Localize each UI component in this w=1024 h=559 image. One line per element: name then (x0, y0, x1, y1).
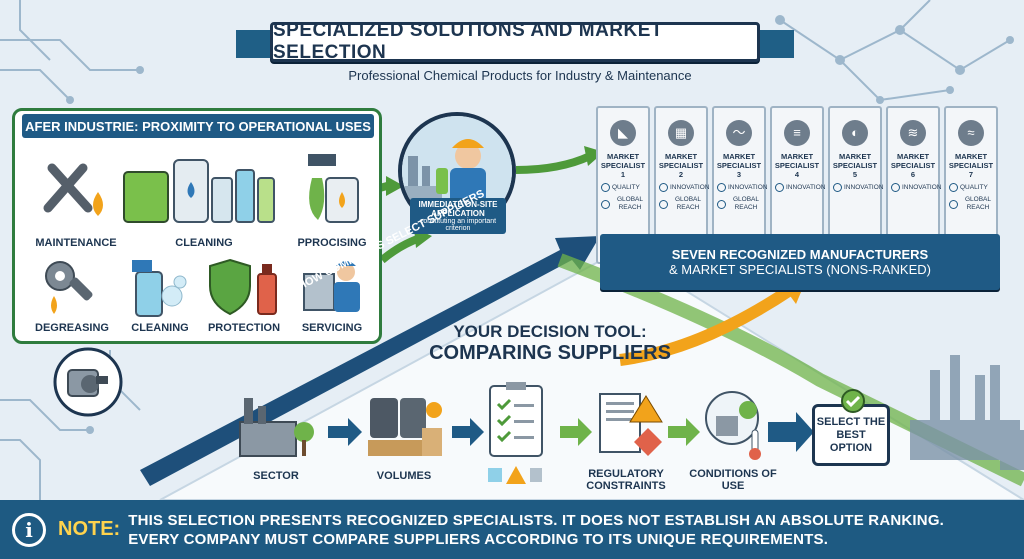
step-label: REGULATORY CONSTRAINTS (586, 468, 666, 492)
globe-icon (949, 199, 958, 209)
specialist-attr-2: GLOBAL REACH (616, 196, 643, 211)
onsite-application-title: IMMEDIATE ON-SITE APPLICATION (418, 200, 498, 218)
note-label: NOTE: (58, 518, 121, 540)
specialist-attribute: INNOVATION (714, 183, 768, 192)
specialist-attribute: GLOBAL REACH (946, 196, 996, 212)
category-label: CLEANING (131, 322, 189, 334)
specialist-attr-1: QUALITY (612, 183, 640, 191)
category-label: SERVICING (301, 322, 363, 334)
specialist-name: MARKET SPECIALIST 5 (832, 152, 878, 179)
category-label: DEGREASING (35, 322, 109, 334)
checkmark-icon (841, 389, 865, 413)
specialists-summary-line1: SEVEN RECOGNIZED MANUFACTURERS (671, 247, 929, 262)
cleaning-spray-icon (132, 260, 187, 317)
page-subtitle: Professional Chemical Products for Indus… (348, 68, 692, 83)
pump-icon (53, 347, 123, 417)
specialist-attr-1: INNOVATION (844, 183, 884, 191)
specialist-attribute: QUALITY (598, 183, 648, 192)
technician-servicing-icon (303, 261, 360, 312)
specialist-attr-2: GLOBAL REACH (732, 196, 759, 211)
globe-icon (659, 199, 668, 209)
decision-tool-line1: YOUR DECISION TOOL: (453, 322, 647, 341)
badge-icon (949, 183, 958, 192)
badge-icon (833, 183, 842, 192)
specialist-attr-1: INNOVATION (902, 183, 942, 191)
specialist-attribute: INNOVATION (888, 183, 942, 192)
note-text: THIS SELECTION PRESENTS RECOGNIZED SPECI… (128, 511, 944, 549)
globe-icon (601, 199, 610, 209)
select-best-option: SELECT THE BEST OPTION (812, 404, 890, 466)
factory-icon (239, 398, 314, 457)
operational-uses-title: AFER INDUSTRIE: PROXIMITY TO OPERATIONAL… (22, 114, 374, 138)
specialist-logo-icon: ▦ (668, 120, 694, 146)
specialist-attribute: GLOBAL REACH (656, 196, 706, 212)
specialist-attribute: GLOBAL REACH (714, 196, 764, 212)
onsite-application-subtitle: constituting an important criterion (419, 218, 497, 232)
step-label: SECTOR (253, 470, 299, 482)
specialists-summary: SEVEN RECOGNIZED MANUFACTURERS & MARKET … (600, 234, 1000, 290)
specialist-logo-icon: ◐ (842, 120, 868, 146)
category-label: MAINTENANCE (35, 237, 117, 249)
checklist-icon (489, 382, 543, 457)
spray-bottle-icon (308, 154, 359, 223)
badge-icon (659, 183, 668, 192)
category-label: CLEANING (175, 237, 233, 249)
onsite-application-caption: IMMEDIATE ON-SITE APPLICATION constituti… (410, 198, 506, 234)
specialist-name: MARKET SPECIALIST 1 (600, 152, 646, 179)
specialist-name: MARKET SPECIALIST 3 (716, 152, 762, 179)
specialist-logo-icon: ≈ (958, 120, 984, 146)
specialist-attr-2: GLOBAL REACH (964, 196, 991, 211)
specialist-attr-1: INNOVATION (670, 183, 710, 191)
specialist-name: MARKET SPECIALIST 2 (658, 152, 704, 179)
badge-icon (601, 183, 610, 192)
wrench-icon (43, 163, 103, 216)
small-warning-icons (488, 466, 542, 484)
specialist-attribute: QUALITY (946, 183, 996, 192)
gear-piston-icon (45, 261, 93, 314)
specialist-attr-2: GLOBAL REACH (674, 196, 701, 211)
note-line2: EVERY COMPANY MUST COMPARE SUPPLIERS ACC… (128, 530, 829, 548)
specialist-attribute: INNOVATION (656, 183, 710, 192)
note-line1: THIS SELECTION PRESENTS RECOGNIZED SPECI… (128, 511, 945, 529)
specialists-summary-line2: & MARKET SPECIALISTS (NONS-RANKED) (669, 262, 931, 277)
step-label: VOLUMES (376, 470, 432, 482)
category-label: PROTECTION (207, 322, 281, 334)
category-label: PPROCISING (297, 237, 367, 249)
regulatory-document-icon (599, 393, 663, 456)
info-icon: i (12, 512, 46, 547)
badge-icon (775, 183, 784, 192)
specialist-attr-1: INNOVATION (728, 183, 768, 191)
globe-icon (717, 199, 726, 209)
specialist-attr-1: QUALITY (960, 183, 988, 191)
specialist-attribute: INNOVATION (830, 183, 884, 192)
specialist-name: MARKET SPECIALIST 4 (774, 152, 820, 179)
specialist-attr-1: INNOVATION (786, 183, 826, 191)
specialist-logo-icon: ◣ (610, 120, 636, 146)
specialist-logo-icon: 〜 (726, 120, 752, 146)
specialist-attribute: INNOVATION (772, 183, 826, 192)
badge-icon (717, 183, 726, 192)
specialist-name: MARKET SPECIALIST 7 (948, 152, 994, 179)
protection-shield-icon (209, 258, 277, 316)
page-title: SPECIALIZED SOLUTIONS AND MARKET SELECTI… (270, 20, 760, 63)
barrels-icon (368, 398, 442, 456)
note-banner: i NOTE: THIS SELECTION PRESENTS RECOGNIZ… (0, 500, 1024, 559)
cleaning-bottles-icon (123, 159, 275, 223)
step-label: CONDITIONS OF USE (689, 468, 777, 492)
decision-tool-title: YOUR DECISION TOOL: COMPARING SUPPLIERS (420, 322, 680, 365)
specialist-logo-icon: ≡ (784, 120, 810, 146)
decision-tool-line2: COMPARING SUPPLIERS (429, 342, 671, 364)
conditions-of-use-icon (705, 391, 761, 460)
specialist-attribute: GLOBAL REACH (598, 196, 648, 212)
specialist-logo-icon: ≋ (900, 120, 926, 146)
specialist-name: MARKET SPECIALIST 6 (890, 152, 936, 179)
badge-icon (891, 183, 900, 192)
